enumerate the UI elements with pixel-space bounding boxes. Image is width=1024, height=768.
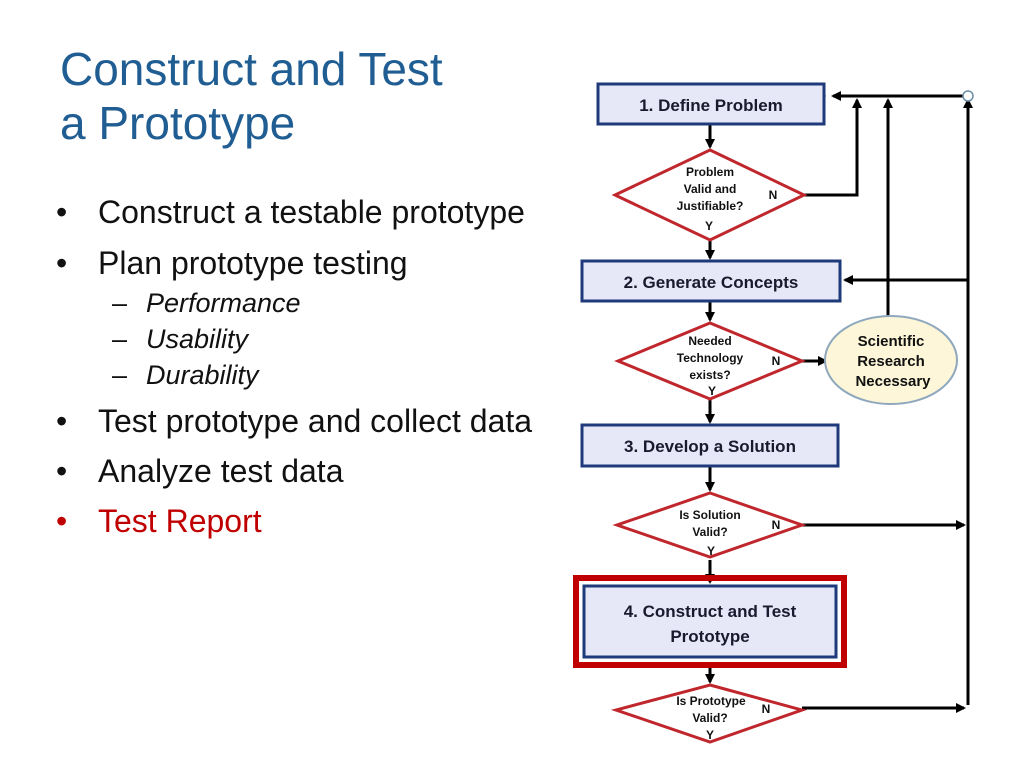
design-process-flowchart: 1. Define Problem Problem Valid and Just… (573, 82, 974, 744)
bullet-marker: • (56, 503, 68, 539)
step3-box (580, 423, 840, 468)
sub-bullet-usability: –Usability (56, 323, 561, 355)
decision4-line1: Is Prototype (676, 694, 746, 708)
bullet-marker: • (56, 453, 68, 489)
dash-marker: – (112, 288, 128, 318)
decision3-line2: Valid? (692, 525, 727, 539)
dash-marker: – (112, 360, 128, 390)
step-develop-solution: 3. Develop a Solution (580, 423, 840, 468)
connector-node-right (962, 90, 974, 102)
step2-box (580, 259, 842, 303)
title-line-1: Construct and Test (60, 43, 443, 95)
sub-bullet-text: Durability (146, 360, 259, 390)
sub-bullet-performance: –Performance (56, 287, 561, 319)
bullet-marker: • (56, 403, 68, 439)
sub-bullet-durability: –Durability (56, 359, 561, 391)
step3-label: 3. Develop a Solution (624, 437, 796, 456)
decision-prototype-valid: Is Prototype Valid? Y N (610, 683, 808, 744)
step-generate-concepts: 2. Generate Concepts (580, 259, 842, 303)
research-line2: Research (857, 353, 925, 370)
decision3-line1: Is Solution (679, 508, 740, 522)
bullet-test-report: • Test Report (56, 501, 561, 541)
decision2-diamond (614, 321, 806, 401)
bullet-test: • Test prototype and collect data (56, 401, 561, 441)
bullet-analyze: • Analyze test data (56, 451, 561, 491)
research-line3: Necessary (855, 373, 931, 390)
decision2-line3: exists? (689, 368, 730, 382)
step4-highlight-frame (573, 575, 847, 668)
decision-solution-valid: Is Solution Valid? Y N (612, 491, 807, 559)
decision1-line2: Valid and (684, 182, 737, 196)
step2-label: 2. Generate Concepts (624, 273, 799, 292)
arrow-decision1-no-return (800, 98, 862, 197)
step1-label: 1. Define Problem (639, 96, 783, 115)
step-construct-test-prototype: 4. Construct and Test Prototype (573, 575, 847, 668)
decision4-yes: Y (706, 728, 714, 742)
decision2-line2: Technology (677, 351, 744, 365)
decision1-yes: Y (705, 219, 713, 233)
decision3-diamond (612, 491, 807, 559)
decision2-line1: Needed (688, 334, 731, 348)
dash-marker: – (112, 324, 128, 354)
bullet-marker: • (56, 245, 68, 281)
decision1-diamond (611, 148, 808, 242)
decision3-no: N (772, 518, 781, 532)
slide-title: Construct and Test a Prototype (60, 42, 580, 150)
decision1-line3: Justifiable? (677, 199, 744, 213)
bullet-construct: • Construct a testable prototype (56, 192, 561, 232)
research-line1: Scientific (858, 333, 925, 350)
step-define-problem: 1. Define Problem (596, 82, 826, 126)
decision2-yes: Y (708, 384, 716, 398)
decision4-line2: Valid? (692, 711, 727, 725)
bullet-plan: • Plan prototype testing (56, 243, 561, 283)
bullet-text: Construct a testable prototype (98, 194, 525, 230)
step4-label-line2: Prototype (670, 627, 749, 646)
bullet-list: • Construct a testable prototype • Plan pr… (56, 192, 561, 541)
decision4-diamond (610, 683, 808, 744)
sub-bullet-text: Performance (146, 288, 301, 318)
bullet-text: Analyze test data (98, 453, 344, 489)
decision4-no: N (762, 702, 771, 716)
scientific-research-node: Scientific Research Necessary (824, 315, 958, 405)
decision-problem-valid: Problem Valid and Justifiable? Y N (611, 148, 808, 242)
step4-box (582, 584, 838, 659)
decision3-yes: Y (707, 544, 715, 558)
decision2-no: N (772, 354, 781, 368)
connector-lines (705, 91, 973, 713)
bullet-text: Test prototype and collect data (98, 403, 533, 439)
bullet-text: Test Report (98, 503, 262, 539)
step4-label-line1: 4. Construct and Test (624, 602, 797, 621)
research-ellipse (824, 315, 958, 405)
bullet-text: Plan prototype testing (98, 245, 408, 281)
decision-technology-exists: Needed Technology exists? Y N (614, 321, 806, 401)
bullet-marker: • (56, 194, 68, 230)
title-line-2: a Prototype (60, 97, 296, 149)
step1-box (596, 82, 826, 126)
sub-bullet-text: Usability (146, 324, 249, 354)
decision1-no: N (769, 188, 778, 202)
decision1-line1: Problem (686, 165, 734, 179)
